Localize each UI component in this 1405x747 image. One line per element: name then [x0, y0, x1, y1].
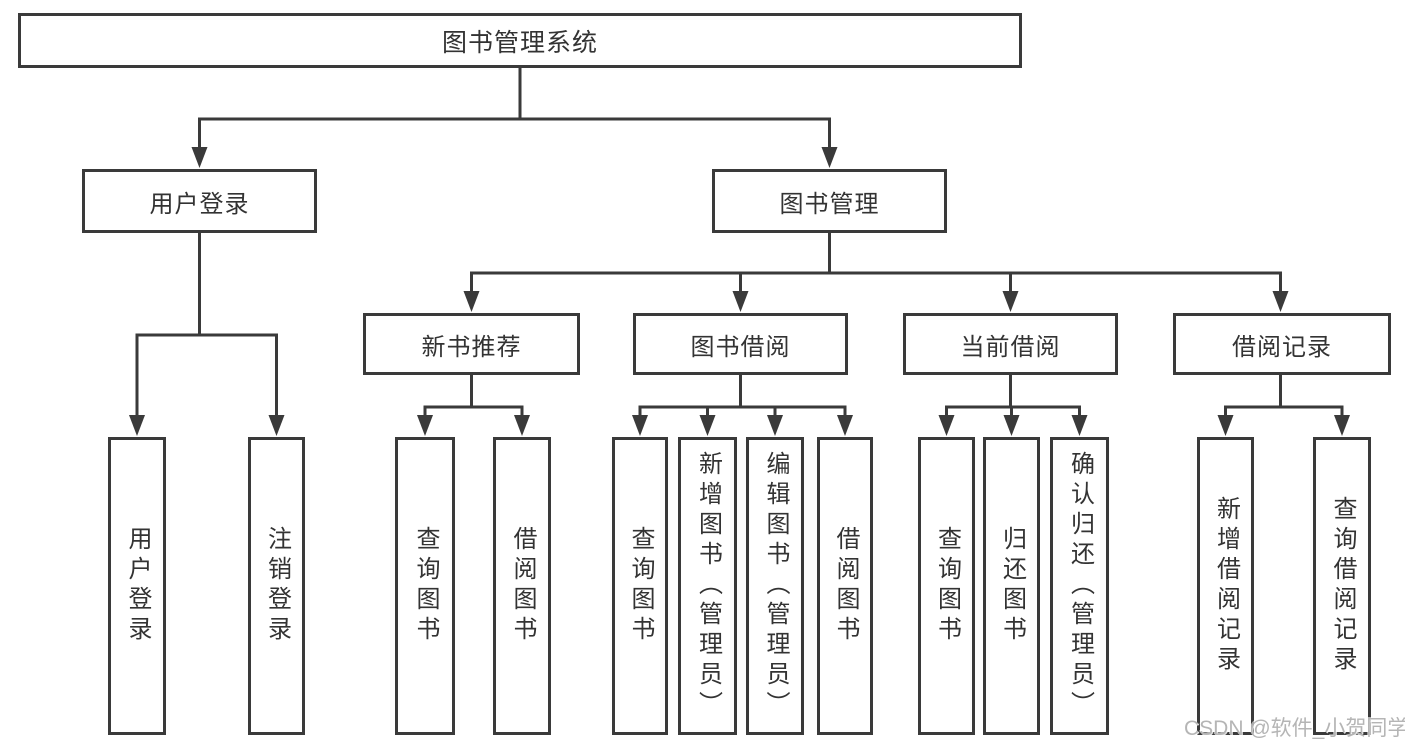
leaf-label: 用户登录 [124, 526, 151, 646]
node-label: 图书管理 [779, 190, 880, 218]
arrowheads [129, 147, 1350, 436]
leaf-label: 新增图书（管理员） [694, 451, 722, 721]
leaf-query-books-recommend: 查询图书 [395, 437, 455, 735]
leaf-label: 借阅图书 [509, 526, 536, 646]
leaf-add-borrow-record: 新增借阅记录 [1197, 437, 1254, 735]
leaf-label: 查询图书 [412, 526, 439, 646]
node-label: 图书借阅 [690, 333, 791, 361]
csdn-watermark: CSDN @软件_小贺同学 [1184, 717, 1405, 740]
leaf-query-books-current: 查询图书 [918, 437, 975, 735]
leaf-label: 编辑图书（管理员） [762, 451, 789, 721]
leaf-borrow-books: 借阅图书 [817, 437, 873, 735]
leaf-logout: 注销登录 [248, 437, 305, 735]
node-user-login-branch: 用户登录 [82, 169, 317, 233]
leaf-label: 借阅图书 [832, 526, 859, 646]
node-label: 借阅记录 [1232, 333, 1332, 361]
node-label: 当前借阅 [960, 333, 1061, 361]
leaf-label: 查询图书 [627, 526, 654, 646]
leaf-query-books-borrowing: 查询图书 [612, 437, 668, 735]
node-book-management: 图书管理 [712, 169, 947, 233]
leaf-borrow-books-recommend: 借阅图书 [493, 437, 551, 735]
node-current-borrowing: 当前借阅 [903, 313, 1118, 375]
leaf-label: 归还图书 [998, 526, 1026, 646]
leaf-label: 确认归还（管理员） [1066, 451, 1094, 721]
node-borrowing-records: 借阅记录 [1173, 313, 1391, 375]
node-book-borrowing: 图书借阅 [633, 313, 848, 375]
node-library-management-system: 图书管理系统 [18, 13, 1022, 68]
leaf-return-books: 归还图书 [983, 437, 1040, 735]
leaf-label: 注销登录 [263, 526, 291, 646]
leaf-query-borrow-record: 查询借阅记录 [1313, 437, 1371, 735]
leaf-confirm-return-admin: 确认归还（管理员） [1050, 437, 1109, 735]
leaf-label: 查询借阅记录 [1329, 496, 1356, 676]
leaf-label: 新增借阅记录 [1212, 496, 1240, 676]
node-label: 图书管理系统 [441, 28, 598, 57]
leaf-user-login: 用户登录 [108, 437, 166, 735]
node-label: 新书推荐 [421, 333, 522, 361]
node-label: 用户登录 [149, 190, 250, 218]
node-new-book-recommend: 新书推荐 [363, 313, 580, 375]
leaf-add-books-admin: 新增图书（管理员） [678, 437, 737, 735]
leaf-edit-books-admin: 编辑图书（管理员） [746, 437, 804, 735]
leaf-label: 查询图书 [933, 526, 961, 646]
